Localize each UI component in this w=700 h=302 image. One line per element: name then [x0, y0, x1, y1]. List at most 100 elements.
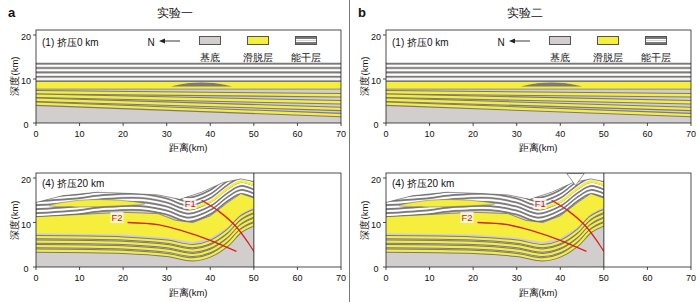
- tick-mark: [383, 178, 386, 179]
- axis-title-holder: 深度(km): [5, 201, 21, 240]
- tick-mark: [516, 123, 517, 126]
- tick-label-holder: 0: [23, 115, 28, 131]
- plot-frame: [386, 30, 691, 123]
- tick-mark: [33, 35, 36, 36]
- tick-label: 60: [292, 273, 302, 283]
- competent-stripe: [386, 78, 691, 80]
- tick-label: 40: [205, 129, 215, 139]
- tick-label: 60: [642, 129, 652, 139]
- tick-label: 20: [371, 175, 381, 185]
- competent-stripe: [36, 173, 254, 190]
- tick-label: 20: [118, 273, 128, 283]
- plot-frame: [36, 173, 341, 267]
- tick-label-holder: 40: [555, 124, 565, 140]
- tick-mark: [210, 123, 211, 126]
- tick-label: 30: [162, 129, 172, 139]
- tick-label-holder: 20: [468, 268, 478, 284]
- tick-mark: [36, 123, 37, 126]
- layer-boundary: [36, 89, 341, 90]
- stage-label-holder: (4) 挤压20 km: [392, 174, 454, 190]
- tick-mark: [297, 267, 298, 270]
- competent-stripe: [36, 63, 341, 65]
- tick-label: 0: [33, 273, 38, 283]
- tick-label-holder: 60: [642, 124, 652, 140]
- legend-text-holder: 滑脱层: [593, 48, 623, 64]
- fault-line: [127, 223, 236, 252]
- detachment-lens: [49, 200, 145, 207]
- competent-stack: [36, 63, 341, 82]
- tick-mark: [33, 222, 36, 223]
- competent-stripe: [36, 67, 341, 69]
- tick-label-holder: 60: [642, 268, 652, 284]
- north-label: N: [497, 37, 504, 48]
- tick-mark: [386, 267, 387, 270]
- tick-label: 40: [205, 273, 215, 283]
- competent-stripe: [386, 76, 691, 78]
- tick-label: 50: [599, 273, 609, 283]
- tick-label-holder: 10: [371, 215, 381, 231]
- tick-label: 20: [468, 273, 478, 283]
- tick-label: 30: [512, 129, 522, 139]
- competent-stripe: [386, 72, 691, 74]
- north-label-holder: N: [497, 33, 504, 49]
- competent-stripe: [36, 69, 341, 71]
- tick-mark: [340, 123, 341, 126]
- tick-mark: [79, 123, 80, 126]
- tick-label-holder: 60: [292, 268, 302, 284]
- panel-title-holder: 实验一: [157, 4, 193, 20]
- tick-label-holder: 70: [336, 268, 346, 284]
- fault-label: F1: [184, 198, 197, 209]
- stage-label: (4) 挤压20 km: [392, 178, 454, 189]
- tick-label: 0: [383, 129, 388, 139]
- deformed-model: [36, 173, 254, 267]
- competent-stripe: [36, 173, 254, 192]
- tick-label: 0: [23, 120, 28, 130]
- competent-stripe: [36, 174, 254, 202]
- panel-letter: a: [8, 5, 15, 20]
- tick-label-holder: 10: [75, 124, 85, 140]
- stage-label-holder: (1) 挤压0 km: [392, 33, 449, 49]
- tick-label: 10: [425, 129, 435, 139]
- tick-mark: [383, 123, 386, 124]
- panel-art: [383, 30, 691, 270]
- detachment-layer: [386, 82, 691, 89]
- axis-title: 距离(km): [519, 142, 558, 153]
- tick-label: 10: [371, 220, 381, 230]
- legend-text-holder: 能干层: [641, 48, 671, 64]
- tick-label-holder: 10: [425, 124, 435, 140]
- competent-stripe: [386, 63, 691, 65]
- detachment-band: [36, 224, 254, 259]
- tick-label-holder: 30: [162, 268, 172, 284]
- tick-label: 40: [555, 129, 565, 139]
- panel-title: 实验二: [507, 6, 543, 20]
- fault-label-holder: F2: [460, 208, 473, 224]
- detachment-band-edge: [36, 104, 341, 115]
- tick-label-holder: 50: [599, 268, 609, 284]
- tick-mark: [340, 267, 341, 270]
- competent-lens: [171, 82, 232, 86]
- tick-mark: [123, 267, 124, 270]
- legend-label: 能干层: [641, 52, 671, 63]
- axis-title-holder: 距离(km): [169, 138, 208, 154]
- tick-label: 20: [468, 129, 478, 139]
- panel-letter-holder: a: [8, 4, 15, 20]
- tick-label: 40: [555, 273, 565, 283]
- axis-title: 深度(km): [9, 57, 20, 96]
- stage-label-holder: (1) 挤压0 km: [42, 33, 99, 49]
- tick-label: 10: [21, 76, 31, 86]
- tick-label-holder: 50: [249, 124, 259, 140]
- detachment-band-edge: [386, 104, 691, 115]
- tick-label-holder: 0: [383, 124, 388, 140]
- stage-label: (1) 挤压0 km: [392, 37, 449, 48]
- fault-label: F2: [110, 212, 123, 223]
- tick-mark: [560, 123, 561, 126]
- tick-label-holder: 70: [686, 124, 696, 140]
- tick-label: 50: [249, 129, 259, 139]
- legend-text-holder: 滑脱层: [243, 48, 273, 64]
- tick-label-holder: 0: [23, 259, 28, 275]
- axis-title-holder: 深度(km): [355, 201, 371, 240]
- legend-text-holder: 能干层: [291, 48, 321, 64]
- tick-mark: [386, 123, 387, 126]
- legend-swatch: [645, 36, 667, 45]
